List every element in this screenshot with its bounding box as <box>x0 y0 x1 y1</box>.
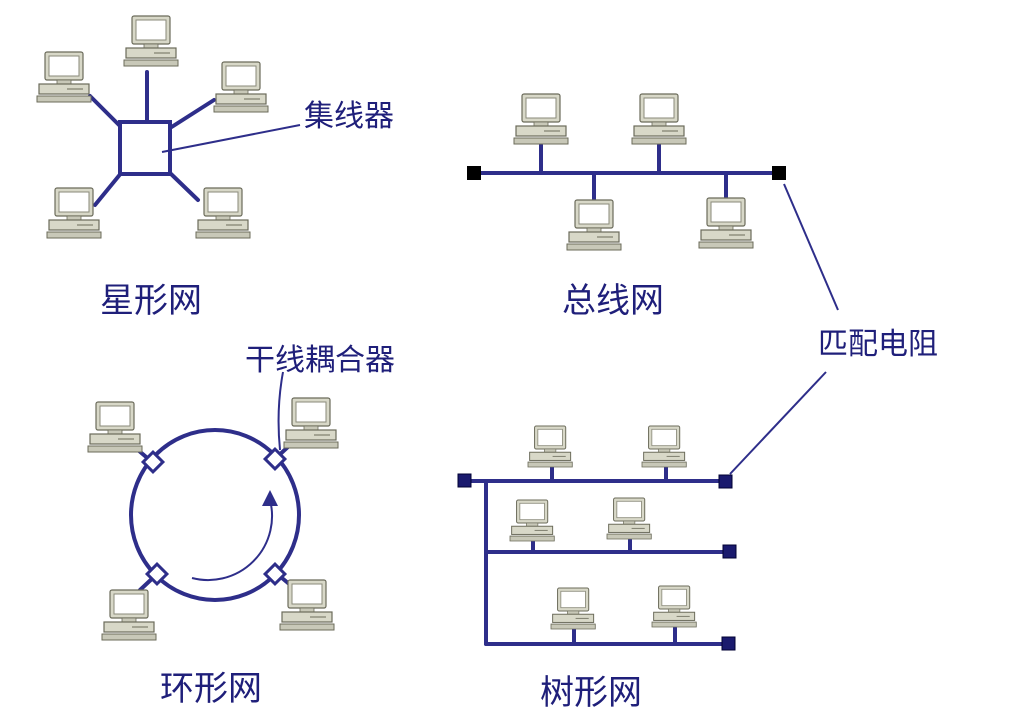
computer-icon <box>101 589 157 641</box>
terminator-icon <box>457 473 472 488</box>
computer-icon <box>631 93 687 145</box>
tree-caption: 树形网 <box>540 673 642 713</box>
bus-network: 总线网 <box>467 93 786 321</box>
computer-icon <box>509 499 555 542</box>
coupler-label: 干线耦合器 <box>245 343 395 378</box>
terminator-icon <box>722 544 737 559</box>
computer-icon <box>279 579 335 631</box>
computer-icon <box>606 497 652 540</box>
coupler-icon <box>144 561 170 587</box>
terminator-callout: 匹配电阻 <box>729 183 938 475</box>
computer-icon <box>87 401 143 453</box>
tree-network: 树形网 <box>457 425 737 713</box>
terminator-icon <box>718 474 733 489</box>
hub-box <box>118 120 172 176</box>
computer-icon <box>213 61 269 113</box>
coupler-icon <box>262 561 288 587</box>
computer-icon <box>641 425 687 468</box>
computer-icon <box>36 51 92 103</box>
computer-icon <box>527 425 573 468</box>
coupler-icon <box>140 449 166 475</box>
star-caption: 星形网 <box>100 281 202 321</box>
computer-icon <box>651 585 697 628</box>
terminator-icon <box>721 636 736 651</box>
coupler-icon <box>262 446 288 472</box>
computer-icon <box>46 187 102 239</box>
terminator-icon <box>772 166 786 180</box>
computer-icon <box>123 15 179 67</box>
computer-icon <box>566 199 622 251</box>
hub-label: 集线器 <box>304 99 394 134</box>
terminator-label: 匹配电阻 <box>818 327 938 362</box>
computer-icon <box>698 197 754 249</box>
computer-icon <box>283 397 339 449</box>
ring-caption: 环形网 <box>160 669 262 709</box>
terminator-icon <box>467 166 481 180</box>
computer-icon <box>513 93 569 145</box>
computer-icon <box>550 587 596 630</box>
ring-network: 干线耦合器 环形网 <box>87 343 395 709</box>
computer-icon <box>195 187 251 239</box>
bus-caption: 总线网 <box>562 281 664 321</box>
star-network: 集线器 星形网 <box>36 15 394 321</box>
